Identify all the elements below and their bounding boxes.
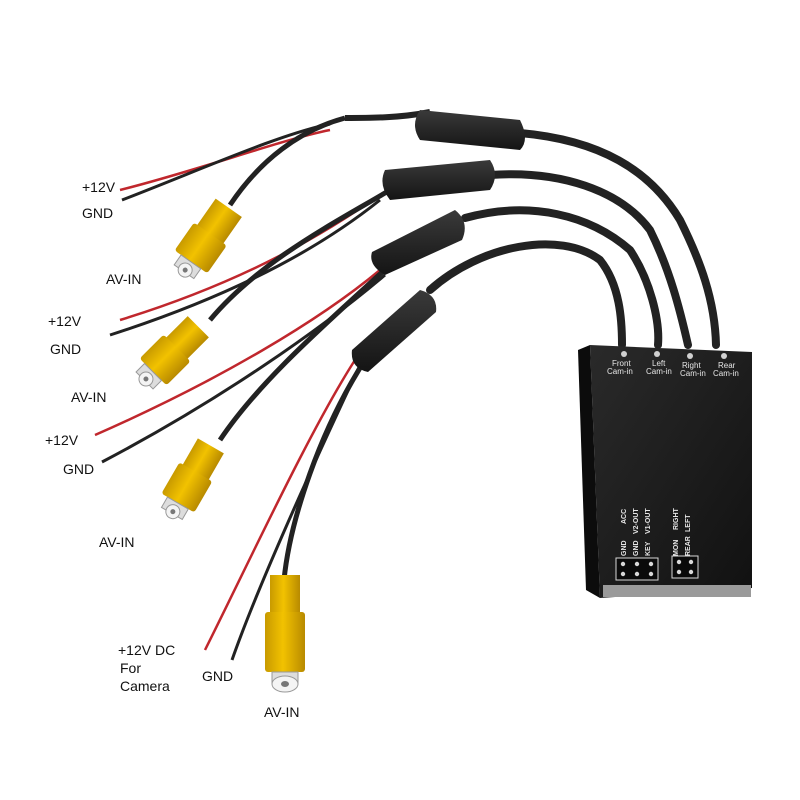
cable-1 [119,109,525,280]
cable-3 [94,210,465,521]
cable-4 [203,290,437,693]
rear-cam-label: Rear [718,361,736,370]
pin-labels-right: MON RIGHT REAR LEFT [673,508,692,557]
pin-label: LEFT [685,514,692,532]
pin-label: KEY [645,541,652,556]
cable-4-camera-label: Camera [120,678,170,694]
cable-4-gnd-label: GND [202,668,234,684]
right-cam-label-2: Cam-in [680,369,706,378]
switch-box: Front Cam-in Left Cam-in Right Cam-in Re… [578,345,752,598]
rear-cam-label-2: Cam-in [713,369,739,378]
pin-label: V1-OUT [645,508,652,534]
pin-label: ACC [621,509,628,524]
pin-label: V2-OUT [633,508,640,534]
cable-3-avin-label: AV-IN [99,534,135,550]
front-cam-label-2: Cam-in [607,367,633,376]
front-cam-label: Front [612,359,631,368]
cable-1-avin-label: AV-IN [106,271,142,287]
right-cam-label: Right [682,361,701,370]
left-cam-label-2: Cam-in [646,367,672,376]
cable-3-plus12v-label: +12V [45,432,79,448]
cable-4-for-label: For [120,660,141,676]
left-cam-label: Left [652,359,666,368]
pin-label: RIGHT [673,508,680,531]
pin-labels-left: GND ACC GND V2-OUT KEY V1-OUT [621,508,652,556]
cable-1-plus12v-label: +12V [82,179,116,195]
main-cables [426,129,720,349]
pin-label: MON [673,540,680,556]
cable-1-gnd-label: GND [82,205,114,221]
cable-2-avin-label: AV-IN [71,389,107,405]
pin-header-left [615,557,659,581]
cable-2-gnd-label: GND [50,341,82,357]
pin-label: GND [621,540,628,556]
pin-header-right [671,555,699,579]
cable-4-plus12v-label: +12V DC [118,642,176,658]
pin-label: GND [633,540,640,556]
pin-label: REAR [685,536,692,556]
cable-2 [109,160,495,390]
cable-2-plus12v-label: +12V [48,313,82,329]
cable-4-avin-label: AV-IN [264,704,300,720]
cable-3-gnd-label: GND [63,461,95,477]
